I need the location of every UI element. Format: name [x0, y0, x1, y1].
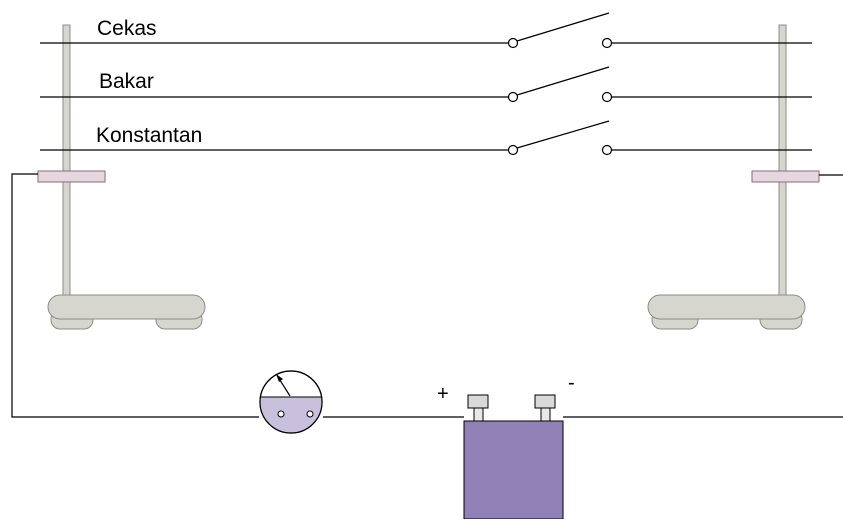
switch-3-blade	[516, 120, 610, 149]
switch-2-blade	[516, 66, 610, 96]
wire-label-konstantan: Konstantan	[96, 124, 202, 147]
switch-2-terminal-right	[601, 91, 613, 103]
switch-2-terminal-left	[507, 91, 519, 103]
switch-1-terminal-right	[601, 37, 613, 49]
clamp-left	[37, 170, 106, 183]
battery-terminal-negative-stem	[540, 407, 551, 422]
wire-2: Bakar	[40, 66, 812, 103]
wire-label-cekas: Cekas	[97, 17, 157, 40]
ammeter-terminal-right	[306, 410, 314, 418]
battery-minus-label: -	[568, 372, 575, 394]
circuit-wire-left	[11, 173, 259, 418]
stand-base-left	[47, 294, 206, 320]
battery-terminal-negative-cap	[534, 394, 556, 409]
wire-1: Cekas	[40, 12, 812, 49]
stand-base-right	[647, 294, 806, 320]
ammeter-outline	[259, 370, 323, 434]
retort-stand-left	[37, 24, 206, 330]
stand-rod-right	[778, 24, 787, 302]
retort-stand-right	[647, 24, 820, 330]
battery-plus-label: +	[437, 383, 449, 405]
switch-3-terminal-left	[507, 144, 519, 156]
circuit-wires	[11, 173, 843, 418]
battery-terminal-positive-stem	[473, 407, 484, 422]
switch-1-blade	[516, 12, 610, 42]
ammeter-needle-tip	[276, 374, 283, 382]
wire-label-bakar: Bakar	[99, 70, 154, 93]
clamp-right	[751, 170, 820, 183]
ammeter	[259, 370, 323, 434]
switch-1-terminal-left	[507, 37, 519, 49]
ammeter-terminal-left	[277, 410, 285, 418]
battery: + -	[437, 372, 575, 519]
wire-3: Konstantan	[40, 120, 812, 156]
switch-3-terminal-right	[601, 144, 613, 156]
stand-rod-left	[62, 24, 71, 302]
battery-body	[463, 420, 564, 519]
battery-terminal-positive-cap	[467, 394, 489, 409]
ammeter-lower-fill	[260, 397, 322, 433]
